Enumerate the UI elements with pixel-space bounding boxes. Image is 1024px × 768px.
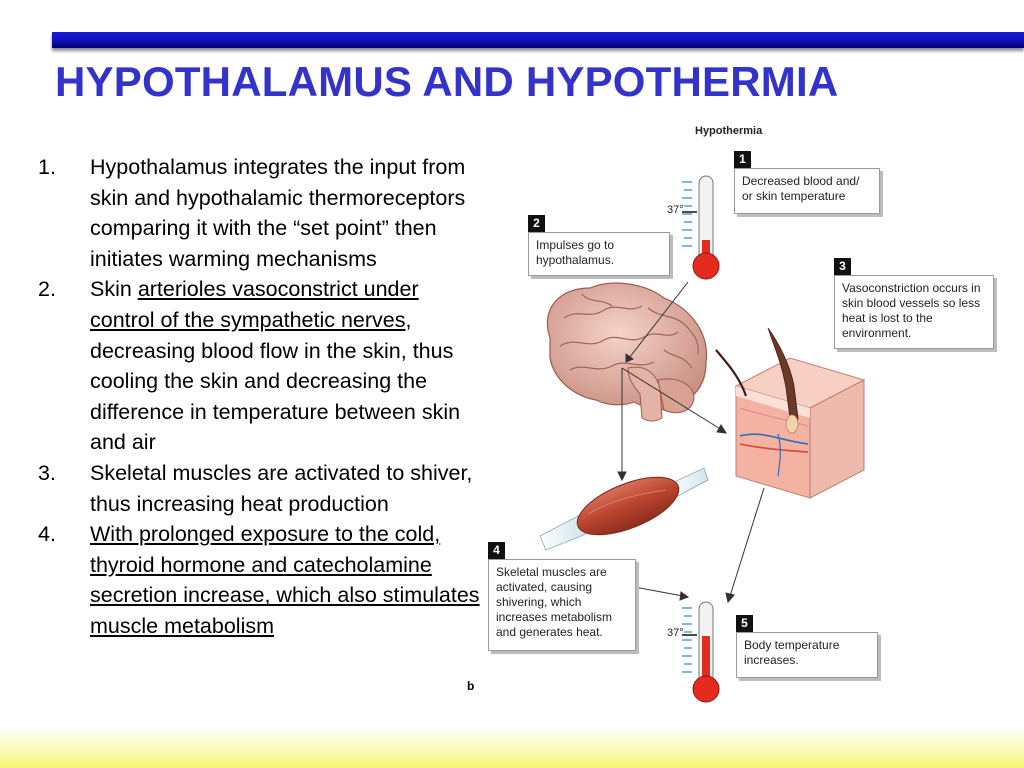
hypothermia-diagram: Hypothermia 1 Decreased blood and/ or sk…: [467, 118, 1024, 718]
slide-title: HYPOTHALAMUS AND HYPOTHERMIA: [55, 58, 839, 105]
bullet-list: 1. Hypothalamus integrates the input fro…: [38, 152, 488, 642]
step-5-callout: Body temperature increases.: [736, 632, 878, 678]
brain-illustration: [546, 282, 708, 422]
step-3-badge: 3: [834, 258, 851, 275]
step-3-callout: Vasoconstriction occurs in skin blood ve…: [834, 275, 994, 349]
item-number: 2.: [38, 277, 56, 302]
item-text: Skeletal muscles are activated to shiver…: [90, 460, 473, 516]
skin-block-illustration: [715, 327, 866, 499]
diagram-illustration: [539, 175, 866, 703]
thermometer-top-icon: [682, 175, 720, 280]
step-1-callout: Decreased blood and/ or skin temperature: [734, 168, 880, 214]
step-2-badge: 2: [528, 215, 545, 232]
list-item: 4. With prolonged exposure to the cold, …: [38, 519, 488, 641]
item-number: 4.: [38, 522, 56, 547]
item-text: Hypothalamus integrates the input from s…: [90, 155, 466, 271]
item-text: , decreasing blood flow in the skin, thu…: [90, 307, 461, 455]
list-item: 2. Skin arterioles vasoconstrict under c…: [38, 274, 488, 458]
footer-band: [0, 726, 1024, 768]
underlined-text: arterioles vasoconstrict under control o…: [90, 277, 419, 332]
figure-letter: b: [467, 679, 475, 693]
step-5-badge: 5: [736, 615, 753, 632]
step-4-callout: Skeletal muscles are activated, causing …: [488, 559, 636, 651]
thermometer-bottom-icon: [682, 601, 720, 703]
muscle-illustration: [539, 467, 709, 551]
list-item: 1. Hypothalamus integrates the input fro…: [38, 152, 488, 274]
temperature-label-bottom: 37°: [667, 627, 684, 639]
step-1-badge: 1: [734, 151, 751, 168]
step-2-callout: Impulses go to hypothalamus.: [528, 232, 670, 276]
temperature-label-top: 37°: [667, 204, 684, 216]
list-item: 3. Skeletal muscles are activated to shi…: [38, 458, 488, 519]
item-lead-text: Skin: [90, 277, 138, 302]
diagram-title: Hypothermia: [695, 125, 763, 137]
title-bar: [52, 32, 1024, 48]
item-number: 1.: [38, 155, 56, 179]
step-4-badge: 4: [488, 542, 505, 559]
item-number: 3.: [38, 460, 56, 485]
underlined-text: With prolonged exposure to the cold, thy…: [90, 522, 480, 638]
